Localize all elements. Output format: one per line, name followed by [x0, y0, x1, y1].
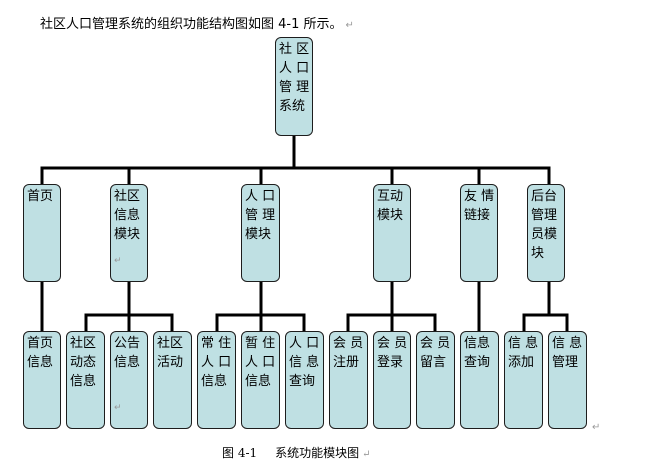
node-links: 友 情 链接	[460, 184, 498, 282]
node-resident-info: 常 住 人 口 信息	[197, 331, 236, 429]
node-temporary-info: 暂 住 人 口 信息	[241, 331, 280, 429]
node-label: 社区 信息 模块	[114, 189, 141, 242]
node-label: 后台 管理 员模 块	[531, 189, 558, 261]
node-info-manage: 信 息 管理	[548, 331, 587, 429]
node-label: 社区 活动	[157, 336, 184, 370]
paragraph-mark: ↵	[345, 20, 354, 31]
node-community-news: 社区 动态 信息	[66, 331, 105, 429]
paragraph-mark: ↵	[114, 256, 122, 266]
node-notice-info: 公告 信息 ↵	[110, 331, 148, 429]
intro-text: 社区人口管理系统的组织功能结构图如图 4-1 所示。↵	[40, 17, 354, 32]
node-label: 首页 信息	[27, 336, 54, 370]
caption-title: 系统功能模块图	[275, 446, 360, 460]
node-label: 首页	[27, 189, 54, 204]
node-home-info: 首页 信息	[23, 331, 61, 429]
caption-label: 图 4-1	[222, 446, 258, 460]
node-label: 人 口 管 理 模块	[245, 189, 276, 242]
node-member-message: 会 员 留言	[416, 331, 455, 429]
node-label: 会 员 注册	[333, 336, 364, 370]
node-member-register: 会 员 注册	[329, 331, 368, 429]
node-label: 暂 住 人 口 信息	[245, 336, 276, 389]
node-interaction: 互动 模块	[373, 184, 411, 282]
paragraph-mark: ↵	[114, 403, 122, 413]
paragraph-mark: ↵	[362, 449, 371, 460]
node-label: 信息 查询	[464, 336, 491, 370]
node-label: 互动 模块	[377, 189, 404, 223]
node-label: 会 员 登录	[377, 336, 408, 370]
node-member-login: 会 员 登录	[373, 331, 411, 429]
figure-caption: 图 4-1 系统功能模块图↵	[222, 444, 371, 461]
paragraph-mark: ↵	[592, 422, 601, 433]
node-label: 公告 信息	[114, 336, 141, 370]
node-label: 社区 动态 信息	[70, 336, 97, 389]
node-info-add: 信 息 添加	[504, 331, 543, 429]
node-label: 会 员 留言	[420, 336, 451, 370]
node-label: 友 情 链接	[464, 189, 495, 223]
node-label: 常 住 人 口 信息	[201, 336, 232, 389]
node-community-activity: 社区 活动	[153, 331, 192, 429]
node-admin: 后台 管理 员模 块	[527, 184, 565, 282]
node-label: 人 口 信 息 查询	[289, 336, 320, 389]
node-population-query: 人 口 信 息 查询	[285, 331, 324, 429]
node-label: 社 区 人 口 管 理 系统	[279, 42, 310, 114]
node-label: 信 息 管理	[552, 336, 583, 370]
node-population: 人 口 管 理 模块	[241, 184, 280, 282]
node-root: 社 区 人 口 管 理 系统	[275, 37, 313, 136]
node-community: 社区 信息 模块 ↵	[110, 184, 148, 282]
node-home: 首页	[23, 184, 61, 282]
node-label: 信 息 添加	[508, 336, 539, 370]
node-info-query: 信息 查询	[460, 331, 499, 429]
